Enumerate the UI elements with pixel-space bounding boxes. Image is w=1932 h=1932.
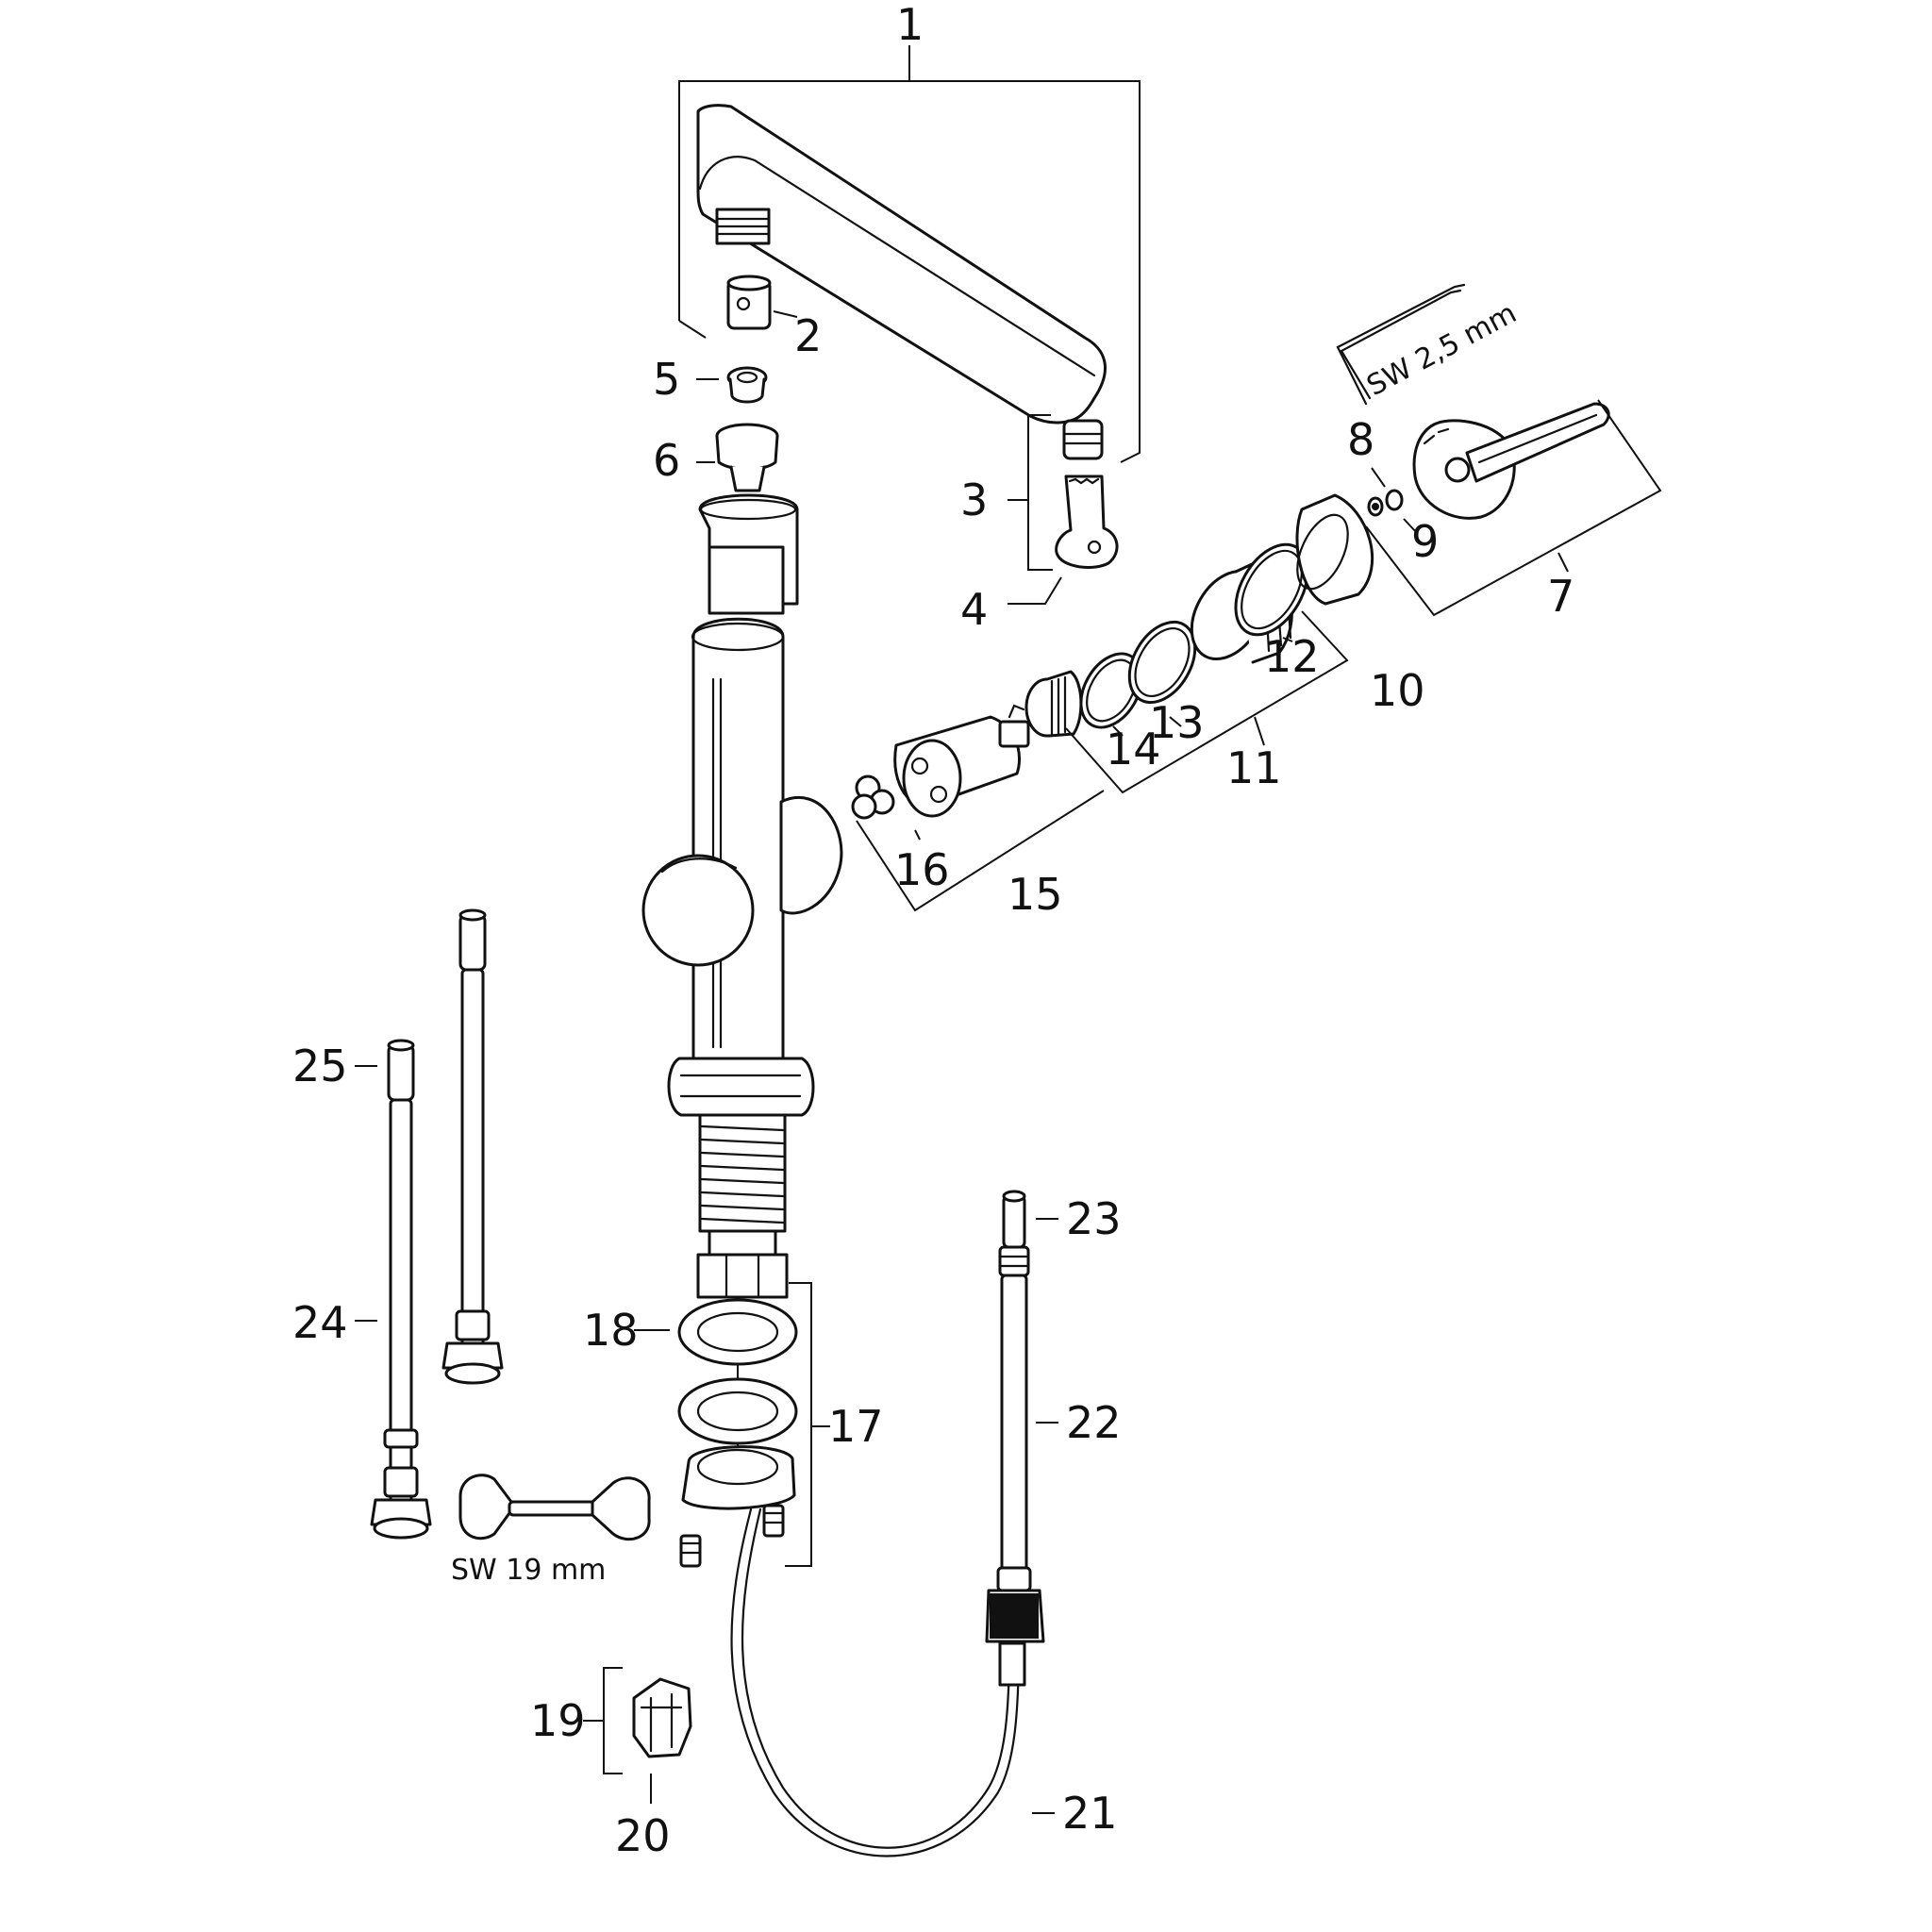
callout-5: 5 [653,354,680,405]
callout-20: 20 [615,1810,671,1861]
cartridge-nut-part [1024,670,1083,738]
o-ring-part [1079,620,1197,729]
hose-part [730,1507,1021,1857]
callout-25: 25 [292,1041,348,1091]
callout-6: 6 [653,435,680,486]
callout-22: 22 [1066,1397,1122,1448]
cap-ring-part [1295,493,1374,606]
hex-key-size-label: SW 2,5 mm [1361,297,1522,404]
callout-13: 13 [1149,697,1205,748]
set-screw-part [1367,489,1404,517]
screw-part [679,1504,785,1568]
handle-lever-part [1412,402,1610,520]
callout-21: 21 [1062,1788,1118,1839]
mixer-body-part [641,617,843,1299]
callout-15: 15 [1008,869,1063,920]
callout-14: 14 [1106,724,1161,774]
callout-19: 19 [530,1695,586,1746]
callout-9: 9 [1411,516,1439,567]
callout-11: 11 [1226,742,1282,793]
callout-1: 1 [896,0,924,50]
callout-8: 8 [1347,414,1374,465]
callout-7: 7 [1547,571,1574,622]
supply-hose-middle-part [441,908,504,1385]
clip-part [632,1677,692,1758]
seal-set-part [851,774,895,820]
callout-2: 2 [794,310,822,361]
supply-hose-left-part [370,1039,432,1540]
aerator-key-part [1055,419,1119,569]
connector-part [698,493,799,615]
callout-10: 10 [1370,665,1425,716]
wrench-tool [458,1474,651,1541]
cartridge-part [893,704,1030,818]
wrench-size-label: SW 19 mm [451,1554,606,1587]
bracket-11 [1065,610,1349,794]
hex-key-tool [1336,283,1466,406]
mounting-rings-part [677,1298,798,1510]
callout-labels: 1 2 3 4 5 6 7 8 9 10 11 12 13 14 15 16 1… [292,0,1574,1861]
spout-part [696,104,1107,425]
washer-part [726,366,768,404]
supply-hose-right-part [985,1190,1045,1643]
callout-16: 16 [894,844,950,895]
callout-18: 18 [583,1305,639,1356]
nut-part [715,423,779,492]
bracket-1 [678,80,1141,463]
aerator-part [726,275,772,330]
callout-23: 23 [1066,1193,1122,1244]
callout-4: 4 [960,584,988,635]
callout-12: 12 [1264,631,1320,682]
bracket-15 [856,790,1105,912]
callout-3: 3 [960,475,988,525]
bracket-7 [1365,399,1662,617]
callout-24: 24 [292,1297,348,1348]
callout-17: 17 [828,1401,884,1452]
